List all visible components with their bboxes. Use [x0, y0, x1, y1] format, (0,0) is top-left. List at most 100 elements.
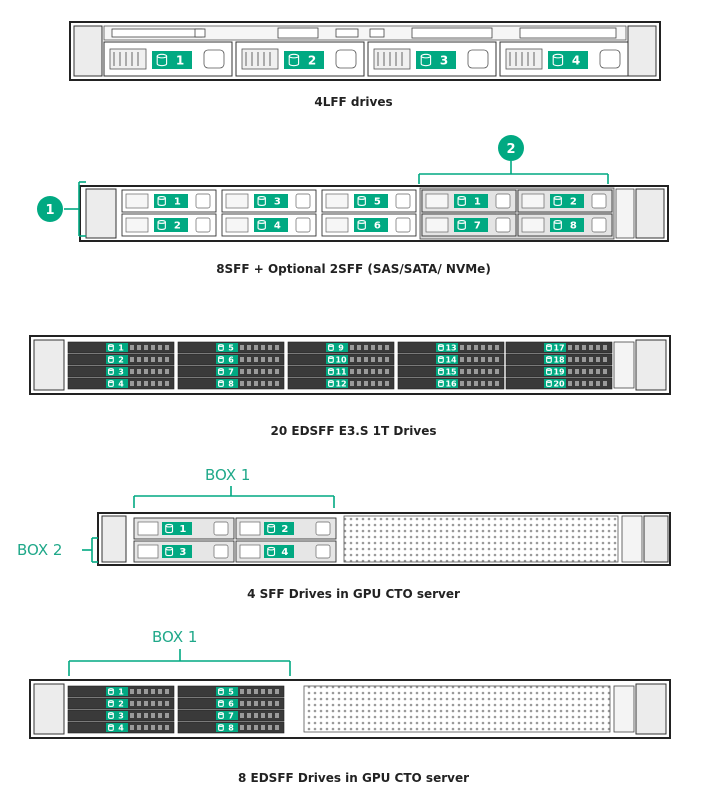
drive-number: 2 [118, 355, 124, 364]
edsff-drive-bay: 1 [67, 341, 175, 354]
sff-drive-bay: 4 [221, 213, 317, 237]
edsff-drive-bay: 2 [67, 353, 175, 366]
drive-cylinder-icon [108, 724, 114, 731]
drive-number-badge [216, 355, 238, 364]
drive-number: 7 [228, 711, 234, 720]
drive-number-badge [106, 343, 128, 352]
drive-cylinder-icon [328, 368, 334, 375]
drive-number: 3 [118, 367, 124, 376]
drive-number-badge [216, 379, 238, 388]
drive-number: 4 [281, 547, 288, 558]
edsff-drive-bay: 12 [287, 377, 395, 390]
drive-number: 2 [308, 53, 316, 67]
drive-number-badge [416, 51, 456, 69]
drive-number-badge [550, 194, 584, 208]
edsff-drive-bay: 15 [397, 365, 505, 378]
drive-number-badge [106, 367, 128, 376]
drive-number-badge [216, 711, 238, 720]
drive-cylinder-icon [438, 344, 444, 351]
sff-drive-bay: 8 [517, 213, 613, 237]
drive-number: 7 [474, 221, 481, 232]
rack-ear-right [635, 683, 667, 735]
optical-drive [277, 27, 319, 39]
drive-number-badge [326, 379, 348, 388]
sff-drive-bay: 2 [235, 517, 337, 540]
drive-number: 4 [572, 53, 580, 67]
top-media-strip [103, 25, 627, 41]
drive-number: 4 [118, 379, 124, 388]
edsff-drive-bay: 17 [505, 341, 613, 354]
rack-ear-right [635, 188, 665, 239]
drive-cylinder-icon [218, 724, 224, 731]
edsff-drive-bay: 11 [287, 365, 395, 378]
rack-ear-right [635, 339, 667, 391]
drive-number-badge [264, 545, 294, 558]
drive-cylinder-icon [218, 688, 224, 695]
drive-number: 10 [335, 355, 347, 364]
drive-cylinder-icon [218, 380, 224, 387]
box-1-label: BOX 1 [205, 466, 251, 484]
drive-cylinder-icon [218, 344, 224, 351]
drive-number-badge [254, 194, 288, 208]
drive-number-badge [154, 194, 188, 208]
drive-number: 17 [553, 343, 564, 352]
drive-cylinder-icon [546, 356, 552, 363]
drive-number-badge [326, 355, 348, 364]
edsff-drive-bay: 3 [67, 365, 175, 378]
rack-ear-left [33, 339, 65, 391]
diagram-4sff-gpu: 1 32 4 [82, 486, 671, 566]
callout-1-number: 1 [45, 203, 54, 218]
drive-cylinder-icon [457, 196, 466, 206]
edsff-drive-bay: 16 [397, 377, 505, 390]
drive-number-badge [106, 379, 128, 388]
drive-cylinder-icon [108, 368, 114, 375]
drive-cylinder-icon [357, 196, 366, 206]
edsff-drive-bay: 9 [287, 341, 395, 354]
gpu-vent-mesh [303, 685, 611, 733]
front-ports [613, 685, 635, 733]
drive-cylinder-icon [267, 523, 276, 534]
drive-number: 3 [440, 53, 448, 67]
drive-cylinder-icon [108, 380, 114, 387]
drive-cylinder-icon [165, 546, 174, 557]
edsff-drive-bay: 20 [505, 377, 613, 390]
drive-number-badge [216, 723, 238, 732]
rack-ear-right [643, 515, 669, 563]
drive-number: 1 [118, 343, 124, 352]
edsff-drive-bay: 8 [177, 721, 285, 734]
drive-cylinder-icon [552, 53, 564, 67]
drive-number: 1 [176, 53, 184, 67]
drive-cylinder-icon [420, 53, 432, 67]
box-1-label: BOX 1 [152, 628, 198, 646]
sff-drive-bay: 1 [133, 517, 235, 540]
drive-cylinder-icon [218, 356, 224, 363]
caption-8edsff-gpu: 8 EDSFF Drives in GPU CTO server [237, 771, 470, 785]
drive-number-badge [216, 687, 238, 696]
sff-drive-bay: 5 [321, 189, 417, 213]
caption-4sff-gpu: 4 SFF Drives in GPU CTO server [247, 587, 460, 601]
drive-number: 15 [445, 367, 457, 376]
drive-cylinder-icon [438, 380, 444, 387]
drive-number-badge [216, 343, 238, 352]
drive-cylinder-icon [438, 356, 444, 363]
drive-number-badge [436, 343, 458, 352]
sff-drive-bay: 3 [221, 189, 317, 213]
front-ports [621, 515, 643, 563]
drive-number-badge [264, 522, 294, 535]
drive-number: 14 [445, 355, 457, 364]
edsff-drive-bay: 13 [397, 341, 505, 354]
drive-number: 1 [179, 524, 186, 535]
drive-number: 8 [228, 723, 234, 732]
rack-ear-left [33, 683, 65, 735]
drive-number-badge [354, 218, 388, 232]
sff-drive-bay: 3 [133, 540, 235, 563]
drive-number-badge [152, 51, 192, 69]
edsff-drive-bay: 4 [67, 377, 175, 390]
drive-number: 1 [174, 197, 181, 208]
edsff-drive-bay: 5 [177, 685, 285, 698]
drive-number: 2 [570, 197, 577, 208]
drive-cylinder-icon [257, 196, 266, 206]
sff-drive-bay: 1 [421, 189, 517, 213]
drive-cylinder-icon [328, 344, 334, 351]
